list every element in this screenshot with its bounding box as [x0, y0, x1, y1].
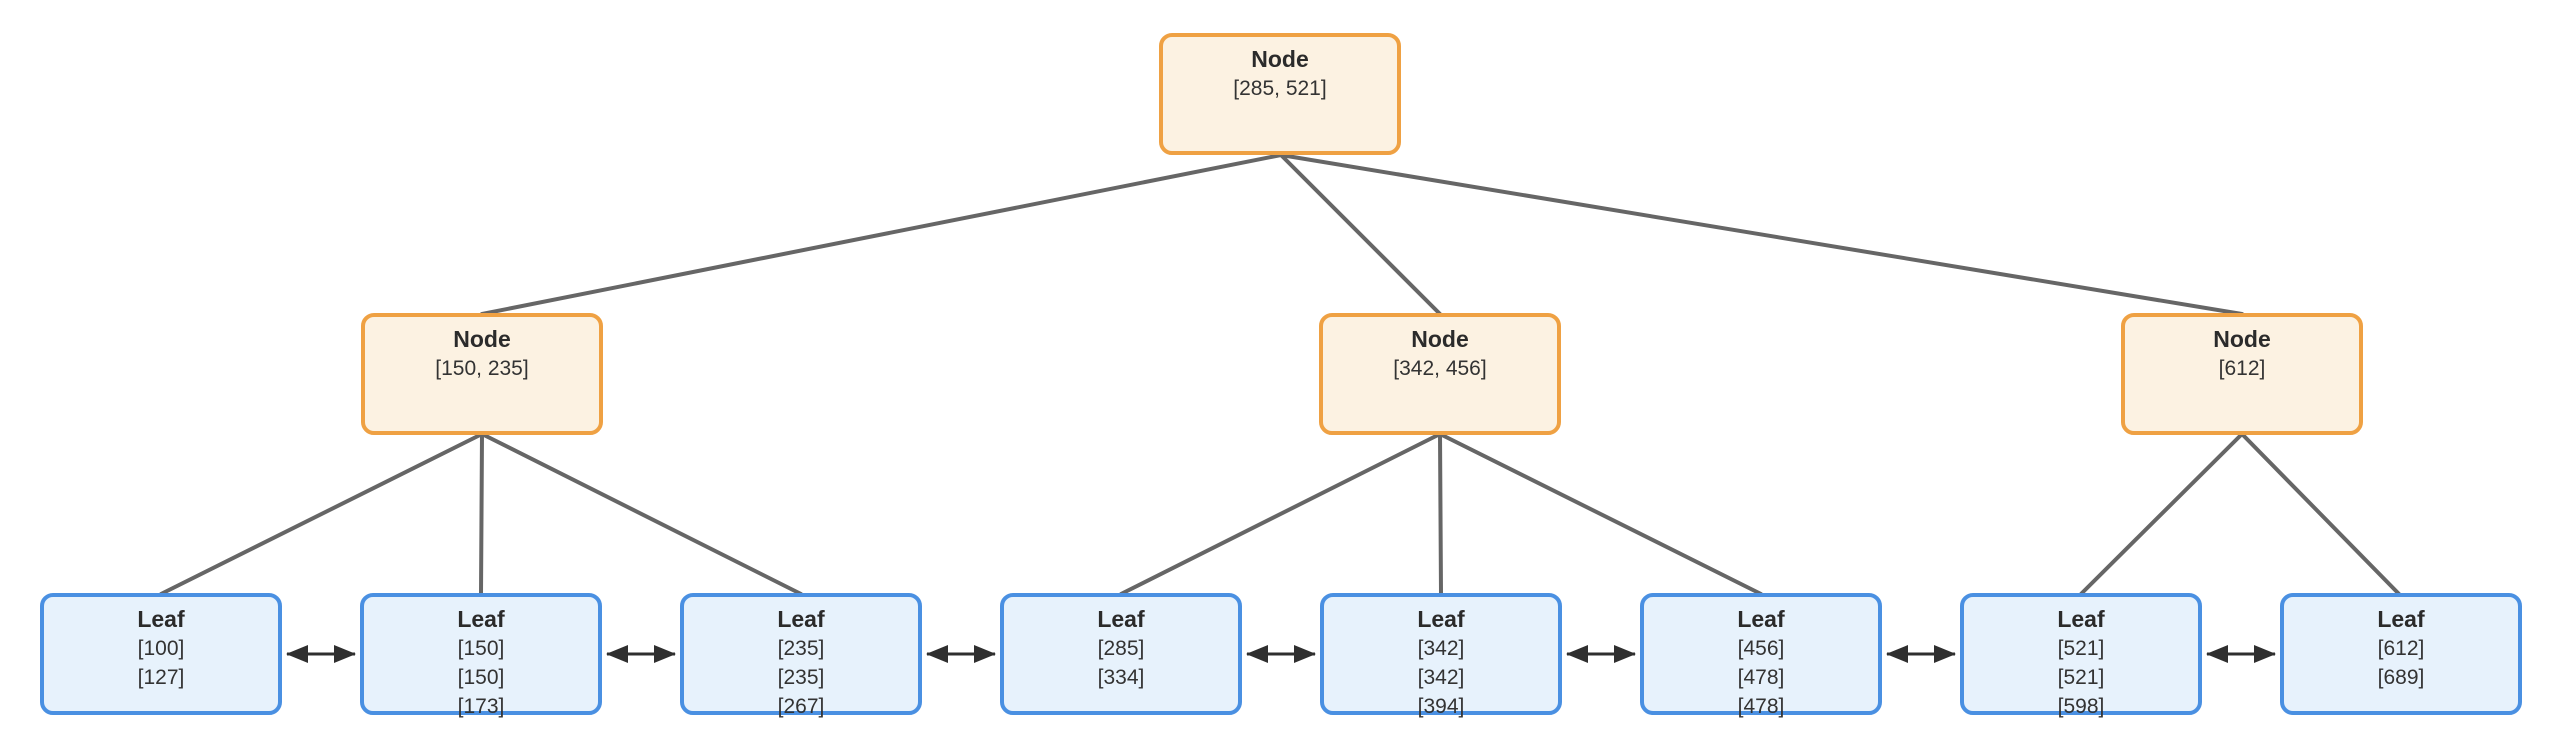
leaf-node-2: Leaf [150] [150] [173]	[360, 593, 602, 718]
node-keys: [342, 456]	[1393, 357, 1487, 380]
tree-edge	[159, 432, 484, 596]
leaf-title: Leaf	[1417, 606, 1465, 632]
leaf-node-1: Leaf [100] [127]	[40, 593, 282, 715]
node-keys: [612]	[2218, 357, 2266, 380]
leaf-node-8: Leaf [612] [689]	[2280, 593, 2522, 715]
tree-edge	[2240, 432, 2401, 596]
leaf-value: [342]	[1417, 666, 1465, 689]
tree-edge	[1438, 432, 1443, 596]
leaf-title: Leaf	[457, 606, 505, 632]
internal-node-2: Node [342, 456]	[1319, 313, 1561, 435]
leaf-title: Leaf	[1097, 606, 1145, 632]
leaf-value: [478]	[1737, 666, 1785, 689]
leaf-value: [521]	[2057, 637, 2105, 660]
tree-edge	[480, 432, 803, 596]
leaf-node-6: Leaf [456] [478] [478]	[1640, 593, 1882, 718]
leaf-value: [235]	[777, 637, 825, 660]
leaf-value: [521]	[2057, 666, 2105, 689]
leaf-value: [127]	[137, 666, 185, 689]
leaf-value: [100]	[137, 637, 185, 660]
leaf-value: [689]	[2377, 666, 2425, 689]
node-title: Node	[453, 326, 511, 352]
tree-edge	[479, 432, 484, 596]
root-node: Node [285, 521]	[1159, 33, 1401, 155]
leaf-value: [285]	[1097, 637, 1145, 660]
tree-edge	[480, 153, 1283, 316]
leaf-node-5: Leaf [342] [342] [394]	[1320, 593, 1562, 718]
leaf-title: Leaf	[2057, 606, 2105, 632]
leaf-value: [612]	[2377, 637, 2425, 660]
leaf-value: [235]	[777, 666, 825, 689]
tree-edge	[1119, 432, 1442, 596]
tree-edge	[1438, 432, 1763, 596]
node-keys: [150, 235]	[435, 357, 529, 380]
leaf-value: [334]	[1097, 666, 1145, 689]
leaf-node-3: Leaf [235] [235] [267]	[680, 593, 922, 718]
leaf-value: [394]	[1417, 695, 1465, 718]
node-keys: [285, 521]	[1233, 77, 1327, 100]
leaf-value: [598]	[2057, 695, 2105, 718]
leaf-value: [478]	[1737, 695, 1785, 718]
leaf-value: [342]	[1417, 637, 1465, 660]
leaf-value: [150]	[457, 637, 505, 660]
tree-edge	[1279, 153, 2244, 316]
tree-edge	[2079, 432, 2244, 596]
leaf-node-4: Leaf [285] [334]	[1000, 593, 1242, 715]
internal-node-3: Node [612]	[2121, 313, 2363, 435]
leaf-node-7: Leaf [521] [521] [598]	[1960, 593, 2202, 718]
leaf-value: [267]	[777, 695, 825, 718]
internal-node-1: Node [150, 235]	[361, 313, 603, 435]
leaf-value: [456]	[1737, 637, 1785, 660]
leaf-value: [173]	[457, 695, 505, 718]
leaf-title: Leaf	[1737, 606, 1785, 632]
node-title: Node	[2213, 326, 2271, 352]
tree-edge	[1279, 153, 1442, 316]
leaf-value: [150]	[457, 666, 505, 689]
leaf-title: Leaf	[137, 606, 185, 632]
node-title: Node	[1251, 46, 1309, 72]
node-title: Node	[1411, 326, 1469, 352]
leaf-title: Leaf	[2377, 606, 2425, 632]
leaf-title: Leaf	[777, 606, 825, 632]
parent-child-edges	[159, 153, 2401, 596]
